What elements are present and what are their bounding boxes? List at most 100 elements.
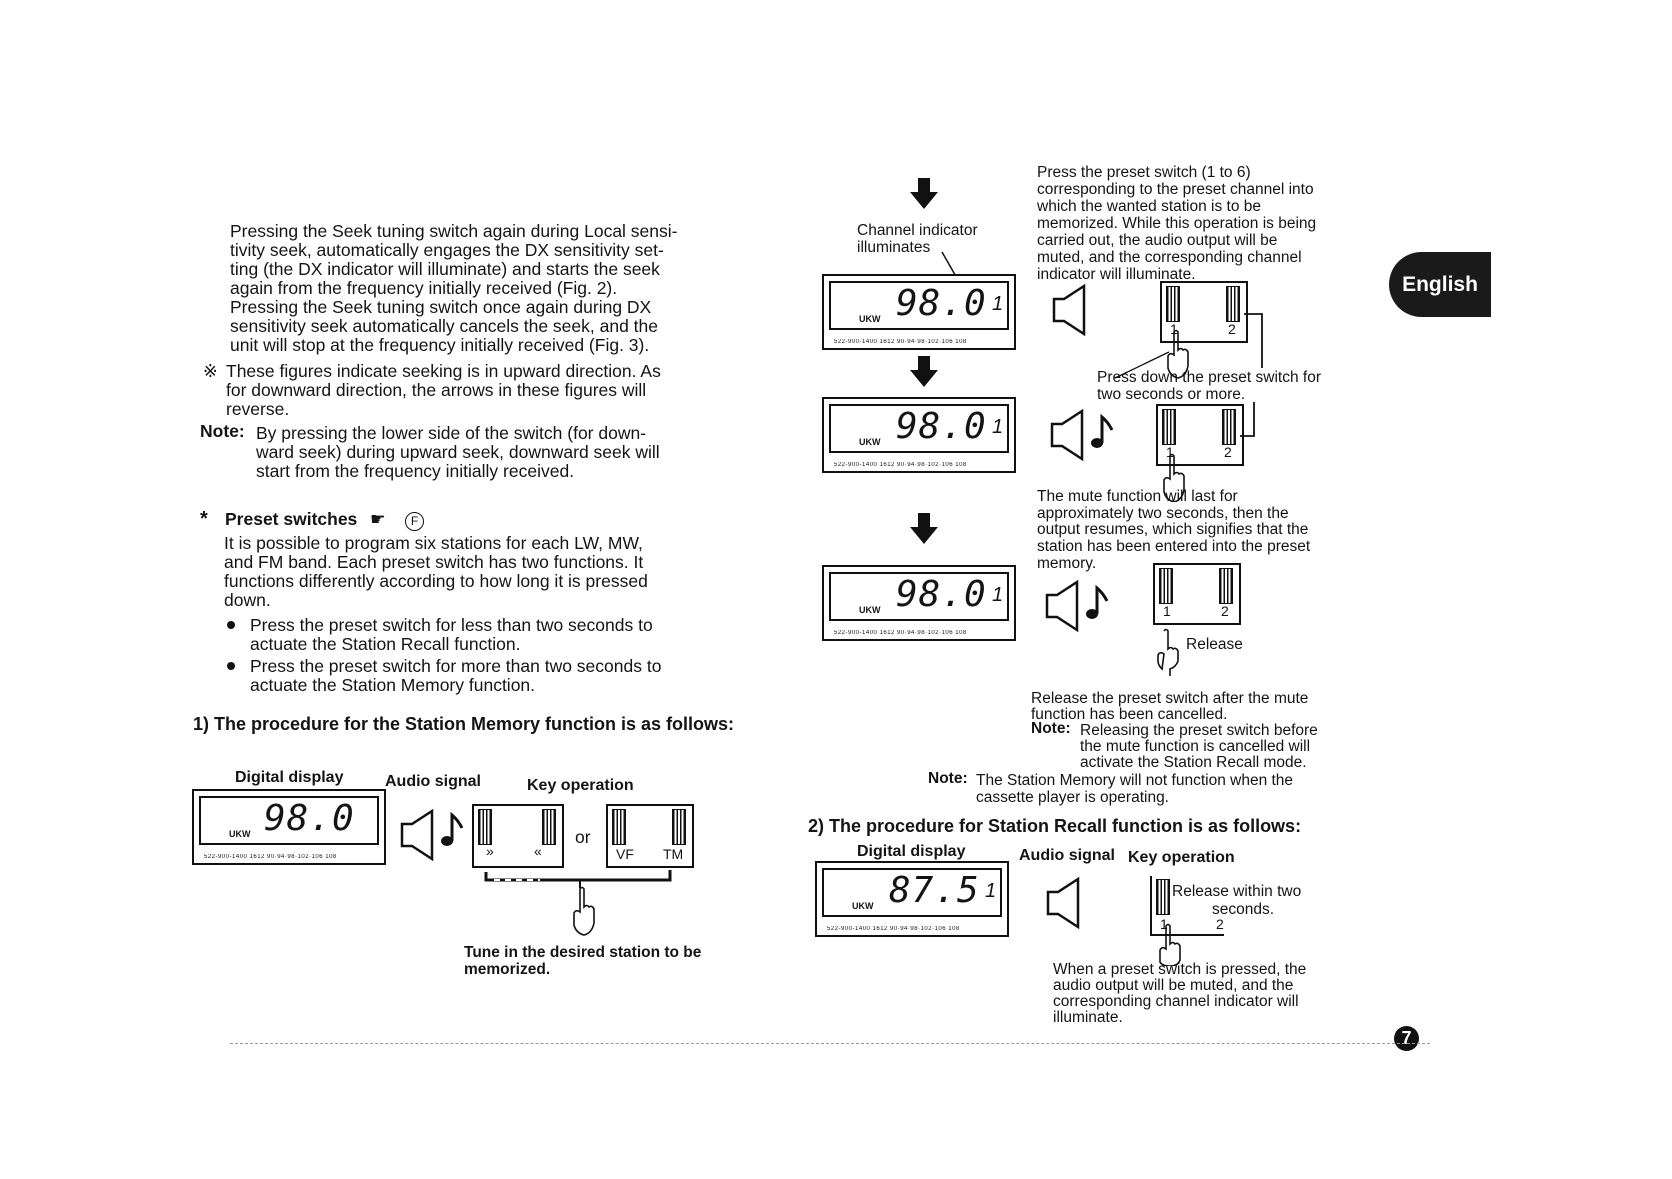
channel-indicator: 1 <box>992 293 1004 315</box>
frequency-readout: 98.0 <box>896 574 987 615</box>
col-key-operation: Key operation <box>527 777 634 794</box>
seek-key[interactable]: » « <box>472 804 564 868</box>
note-label: Note: <box>928 770 968 787</box>
text-line: ting (the DX indicator will illuminate) … <box>230 259 660 279</box>
digital-display: UKW 98.0 1 522-900-1400 1612 90·94·98·10… <box>822 565 1016 641</box>
text-line: approximately two seconds, then the <box>1037 505 1289 522</box>
text-line: Releasing the preset switch before <box>1080 722 1318 739</box>
text-line: again from the frequency initially recei… <box>230 278 618 298</box>
text-line: cassette player is operating. <box>976 789 1169 806</box>
text-line: illuminate. <box>1053 1009 1123 1026</box>
channel-label: Channel indicator <box>857 222 978 239</box>
reference-mark: ※ <box>203 361 218 381</box>
text-line: unit will stop at the frequency initiall… <box>230 335 650 355</box>
preset-heading: Preset switches <box>225 509 358 529</box>
text-line: reverse. <box>226 399 290 419</box>
channel-indicator: 1 <box>992 584 1004 606</box>
pointing-hand-icon: ☛ <box>370 509 386 529</box>
text-line: muted, and the corresponding channel <box>1037 249 1302 266</box>
text-line: memory. <box>1037 555 1097 572</box>
note-label: Note: <box>1031 720 1071 737</box>
text-line: By pressing the lower side of the switch… <box>256 423 647 443</box>
frequency-readout: 98.0 <box>264 798 355 839</box>
speaker-icon <box>400 808 434 862</box>
vf-tm-key[interactable]: VF TM <box>606 804 694 868</box>
preset-key[interactable]: 1 2 <box>1150 876 1224 936</box>
col-digital-display: Digital display <box>857 843 966 860</box>
finger-press-icon <box>1167 329 1189 379</box>
bullet-text: actuate the Station Recall function. <box>250 634 521 654</box>
speaker-icon <box>1046 876 1080 930</box>
band-label: UKW <box>859 314 881 324</box>
text-line: corresponding to the preset channel into <box>1037 181 1314 198</box>
frequency-scale: 522-900-1400 1612 90·94·98·102·106 108 <box>834 462 967 468</box>
text-line: activate the Station Recall mode. <box>1080 754 1307 771</box>
text-line: start from the frequency initially recei… <box>256 461 575 481</box>
bullet-text: Press the preset switch for more than tw… <box>250 656 662 676</box>
text-line: which the wanted station is to be <box>1037 198 1262 215</box>
music-note-icon <box>1091 414 1114 448</box>
band-label: UKW <box>859 437 881 447</box>
frequency-scale: 522-900-1400 1612 90·94·98·102·106 108 <box>834 339 967 345</box>
star-mark: * <box>200 508 208 530</box>
pointer-line <box>1114 351 1170 379</box>
text-line: corresponding channel indicator will <box>1053 993 1299 1010</box>
bullet-text: Press the preset switch for less than tw… <box>250 615 653 635</box>
text-line: down. <box>224 590 271 610</box>
speaker-icon <box>1050 408 1084 462</box>
text-line: function has been cancelled. <box>1031 706 1228 723</box>
preset-key[interactable]: 1 2 <box>1160 281 1248 343</box>
frequency-readout: 98.0 <box>896 406 987 447</box>
finger-press-icon <box>1159 923 1181 966</box>
finger-press-icon <box>573 886 595 936</box>
key-1-label: 1 <box>1163 603 1171 619</box>
frequency-readout: 98.0 <box>896 283 987 324</box>
text-line: Pressing the Seek tuning switch again du… <box>230 221 678 241</box>
speaker-icon <box>1045 579 1079 633</box>
channel-indicator: 1 <box>992 416 1004 438</box>
key-1-label: 1 <box>1160 916 1168 932</box>
text-line: These figures indicate seeking is in upw… <box>226 361 661 381</box>
band-label: UKW <box>229 829 251 839</box>
text-line: sensitivity seek automatically cancels t… <box>230 316 658 336</box>
band-label: UKW <box>859 605 881 615</box>
text-line: memorized. While this operation is being <box>1037 215 1317 232</box>
release-within-text: Release within two <box>1172 883 1302 900</box>
text-line: carried out, the audio output will be <box>1037 232 1278 249</box>
connector-line <box>1240 402 1255 437</box>
bullet-icon <box>227 621 235 629</box>
text-line: audio output will be muted, and the <box>1053 977 1294 994</box>
or-label: or <box>575 827 591 847</box>
band-label: UKW <box>852 901 874 911</box>
text-line: It is possible to program six stations f… <box>224 533 643 553</box>
page-number: 7 <box>1394 1026 1419 1051</box>
scan-rule <box>230 1043 1430 1044</box>
bullet-icon <box>227 662 235 670</box>
text-line: Pressing the Seek tuning switch once aga… <box>230 297 652 317</box>
key-2-label: 2 <box>1224 444 1232 460</box>
release-within-text: seconds. <box>1212 901 1275 918</box>
procedure2-heading: 2) The procedure for Station Recall func… <box>808 816 1302 836</box>
text-line: indicator will illuminate. <box>1037 266 1196 283</box>
key-2-label: 2 <box>1216 916 1224 932</box>
text-line: output resumes, which signifies that the <box>1037 521 1309 538</box>
col-audio-signal: Audio signal <box>385 773 481 790</box>
reference-f-icon: F <box>405 512 424 531</box>
text-line: functions differently according to how l… <box>224 571 648 591</box>
digital-display: UKW 98.0 1 522-900-1400 1612 90·94·98·10… <box>822 274 1016 350</box>
text-line: the mute function is cancelled will <box>1080 738 1311 755</box>
text-line: tivity seek, automatically engages the D… <box>230 240 664 260</box>
caption-line: Tune in the desired station to be <box>464 944 702 961</box>
preset-key[interactable]: 1 2 <box>1153 563 1241 625</box>
preset-key[interactable]: 1 2 <box>1156 404 1244 466</box>
text-line: Release the preset switch after the mute <box>1031 690 1309 707</box>
text-line: Press the preset switch (1 to 6) <box>1037 164 1251 181</box>
col-key-operation: Key operation <box>1128 849 1235 866</box>
key-1-label: 1 <box>1166 444 1174 460</box>
text-line: ward seek) during upward seek, downward … <box>256 442 660 462</box>
col-audio-signal: Audio signal <box>1019 847 1115 864</box>
digital-display: UKW 87.5 1 522-900-1400 1612 90·94·98·10… <box>815 861 1009 937</box>
arrow-down-icon <box>910 178 938 209</box>
digital-display: UKW 98.0 1 522-900-1400 1612 90·94·98·10… <box>822 397 1016 473</box>
speaker-icon <box>1052 283 1086 337</box>
